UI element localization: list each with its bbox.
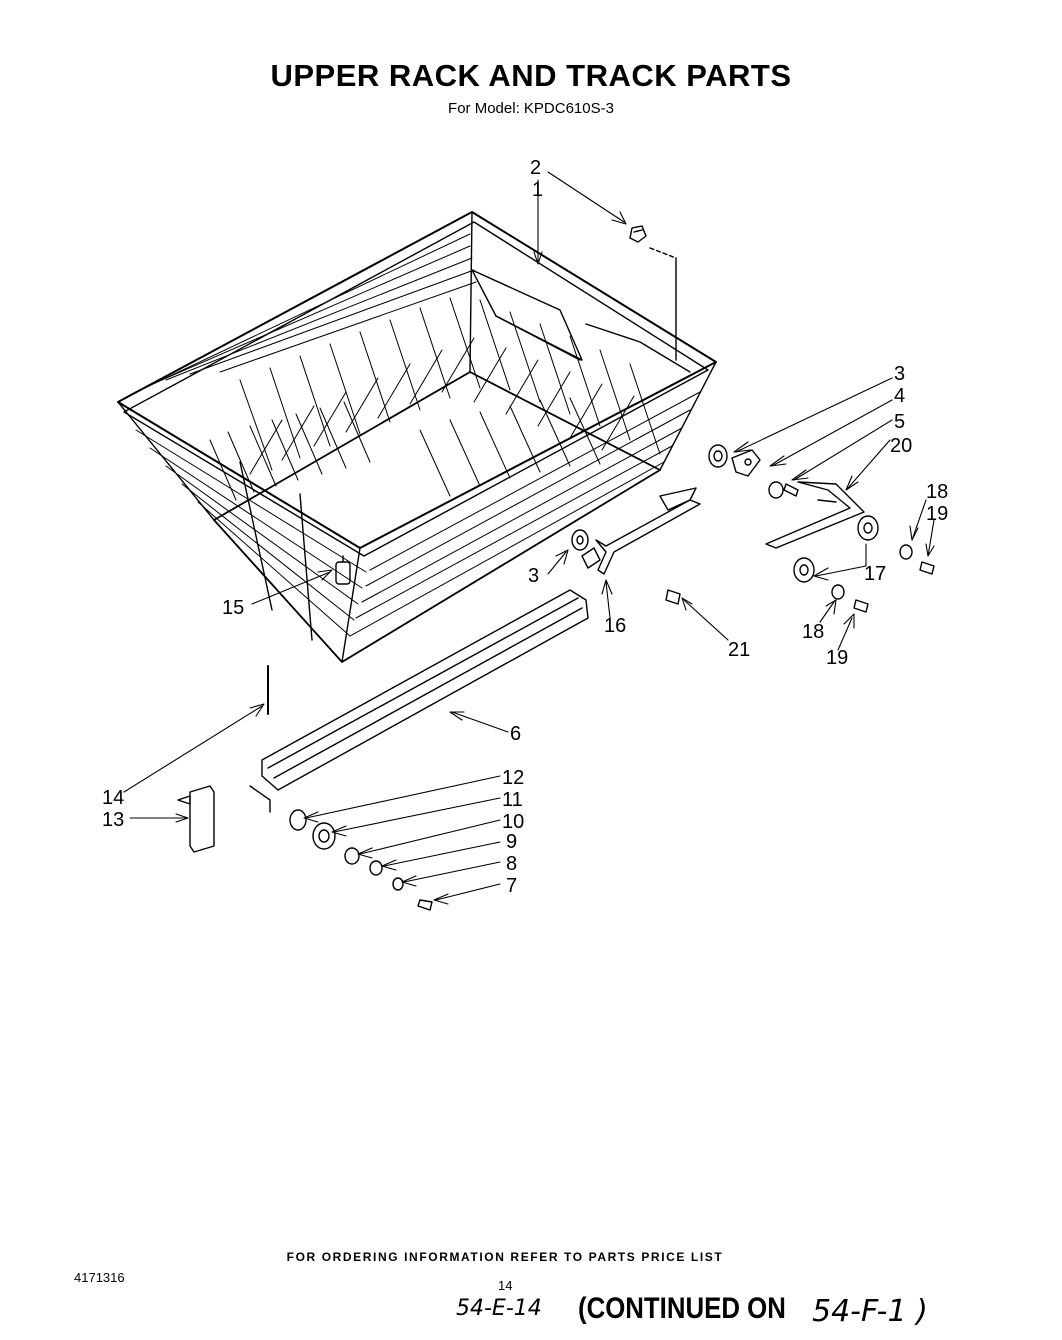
callout-18-lower: 18	[802, 621, 824, 643]
rack-tines	[209, 297, 661, 501]
track-bracket-part-16	[581, 487, 701, 575]
track-rail-part-6	[249, 589, 589, 813]
spacer-part-12	[289, 809, 307, 831]
callout-8: 8	[506, 853, 517, 875]
screw-part-7	[417, 899, 433, 911]
callout-6: 6	[510, 723, 521, 745]
callout-14: 14	[102, 787, 124, 809]
model-subtitle: For Model: KPDC610S-3	[448, 100, 614, 117]
screw-part-21	[665, 589, 681, 605]
rack-clip-part-15	[335, 555, 351, 585]
callout-19-upper: 19	[926, 503, 948, 525]
end-cap-part-13	[177, 785, 215, 853]
callout-4: 4	[894, 385, 905, 407]
roller-part-3-center	[571, 529, 589, 551]
page-title: UPPER RACK AND TRACK PARTS	[270, 58, 792, 93]
handwritten-page-ref: 54-E-14	[456, 1296, 542, 1321]
callout-3-center: 3	[528, 565, 539, 587]
callout-labels: 2 1 3 4 5 20 18 19 17 3 15 16 21 18 19 6…	[102, 157, 948, 897]
wheel-part-17-lower	[793, 557, 815, 583]
washer-part-10	[344, 847, 360, 865]
callout-15: 15	[222, 597, 244, 619]
handwritten-continued-ref: 54-F-1 )	[812, 1294, 928, 1329]
washer-part-18-lower	[831, 584, 845, 600]
callout-2: 2	[530, 157, 541, 179]
track-arm-part-20	[765, 481, 865, 549]
leader-lines	[123, 171, 935, 905]
cap-part-9	[369, 860, 383, 876]
rack-basket-drawing	[117, 211, 717, 663]
callout-16: 16	[604, 615, 626, 637]
rack-wire-grid	[131, 233, 701, 637]
callout-1: 1	[532, 179, 543, 201]
document-number: 4171316	[74, 1270, 125, 1285]
wheel-part-17-upper	[857, 515, 879, 541]
callout-18-upper: 18	[926, 481, 948, 503]
washer-part-18-upper	[899, 544, 913, 560]
callout-10: 10	[502, 811, 524, 833]
callout-13: 13	[102, 809, 124, 831]
callout-3-right: 3	[894, 363, 905, 385]
callout-5: 5	[894, 411, 905, 433]
callout-12: 12	[502, 767, 524, 789]
callout-17: 17	[864, 563, 886, 585]
bracket-part-4	[731, 449, 761, 477]
part-2-nut	[629, 225, 677, 361]
screw-part-19-lower	[853, 599, 869, 613]
washer-and-screw-part-5	[768, 481, 799, 499]
callout-9: 9	[506, 831, 517, 853]
callout-19-lower: 19	[826, 647, 848, 669]
ordering-note: FOR ORDERING INFORMATION REFER TO PARTS …	[286, 1250, 724, 1264]
roller-part-3-right	[708, 444, 728, 468]
callout-7: 7	[506, 875, 517, 897]
continued-label: (CONTINUED ON	[578, 1292, 786, 1325]
callout-21: 21	[728, 639, 750, 661]
wheel-part-11	[312, 822, 336, 850]
washer-part-8	[392, 877, 404, 891]
callout-11: 11	[502, 789, 523, 811]
callout-20: 20	[890, 435, 912, 457]
screw-part-19-upper	[919, 561, 935, 575]
page-number: 14	[498, 1278, 513, 1293]
